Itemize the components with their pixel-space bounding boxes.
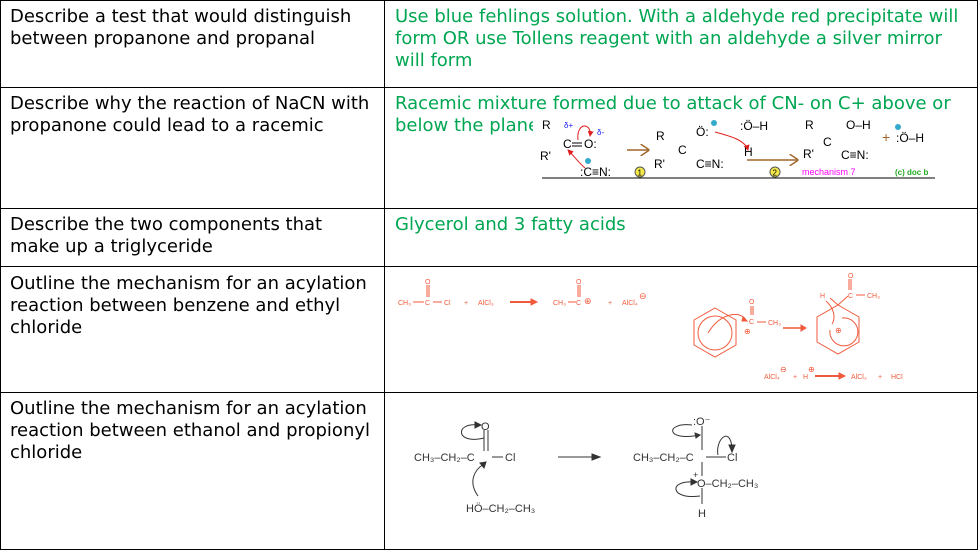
chem-label: H [820, 293, 825, 300]
chem-label: H [698, 508, 706, 520]
chem-label: mechanism 7 [802, 167, 856, 177]
row-divider [0, 266, 978, 267]
table-border-left [0, 0, 1, 550]
chem-label: O [481, 421, 490, 433]
chem-label: R' [540, 149, 551, 163]
chem-label: C≡N: [696, 157, 724, 171]
question-4: Outline the mechanism for an acylation r… [10, 273, 367, 338]
chem-label: ⊖ [780, 365, 787, 374]
chem-label: + [878, 374, 882, 381]
chem-label: CH₃ [867, 293, 880, 300]
chem-label: O–H [846, 118, 871, 132]
chem-label: O: [584, 137, 597, 151]
chem-label: AlCl₄ [622, 300, 638, 307]
question-5: Outline the mechanism for an acylation r… [10, 398, 371, 463]
chem-label: ⊕ [584, 296, 592, 306]
chem-label: Ö: [696, 125, 709, 139]
chem-label: C [576, 300, 581, 307]
chem-label: + [464, 300, 468, 307]
chem-label: CH₃ [768, 320, 781, 327]
chem-label: ⊕ [808, 365, 815, 374]
chem-label: O [425, 279, 431, 286]
chem-label: C [425, 300, 430, 307]
chem-label: O [848, 273, 854, 280]
chem-label: 1 [638, 169, 643, 178]
chem-label: + [882, 129, 890, 145]
chem-label: AlCl₃ [478, 300, 494, 307]
chem-label: C [823, 135, 832, 149]
chem-label: HÖ–CH₂–CH₃ [466, 503, 535, 515]
chem-label: + [693, 470, 698, 480]
chem-label: C [678, 143, 687, 157]
chem-label: :Ö–H [896, 131, 924, 145]
chem-label: C [749, 319, 754, 326]
chem-label: AlCl₃ [851, 374, 867, 381]
chem-label: CH₃ [553, 300, 566, 307]
chem-label: Cl [444, 300, 451, 307]
chem-label: Cl [727, 452, 737, 464]
chem-label: H [744, 145, 753, 159]
chem-label: CH₃–CH₂–C [633, 452, 694, 464]
chem-label: :O⁻ [693, 416, 711, 428]
chem-label: :C≡N: [580, 165, 611, 179]
friedel-crafts-mechanism-image: CH₃ C O Cl + AlCl₃ CH₃ C O ⊕ + AlCl₄ ⊖ O… [390, 268, 940, 388]
row-divider [0, 208, 978, 209]
chem-label: δ+ [564, 121, 573, 130]
chem-label: + [793, 374, 797, 381]
answer-1: Use blue fehlings solution. With a aldeh… [395, 6, 959, 71]
chem-label: C [563, 137, 572, 151]
chem-label: C≡N: [841, 148, 869, 162]
chem-label: R [656, 129, 665, 143]
nucleophilic-addition-mechanism-image: R δ+ C O: δ- R' :C≡N: 1 R C Ö: R' C≡N: :… [533, 112, 943, 182]
chem-label: ⊖ [639, 291, 647, 301]
chem-label: Cl [505, 452, 515, 464]
question-2: Describe why the reaction of NaCN with p… [10, 93, 370, 136]
table-border-top [0, 0, 978, 1]
acylation-ethanol-mechanism-image: O CH₃–CH₂–C Cl HÖ–CH₂–CH₃ :O⁻ CH₃–CH₂–C … [400, 400, 800, 530]
column-divider [384, 0, 385, 550]
chem-label: R [805, 118, 814, 132]
row-divider [0, 392, 978, 393]
chem-label: CH₃–CH₂–C [414, 452, 475, 464]
chem-label: O–CH₂–CH₃ [697, 478, 758, 490]
chem-label: :Ö–H [740, 119, 768, 133]
chem-label: (c) doc b [895, 168, 928, 177]
row-divider [0, 87, 978, 88]
chem-label: H [803, 374, 808, 381]
chem-label: AlCl₄ [764, 374, 780, 381]
chem-label: R' [654, 157, 665, 171]
chem-label: O [749, 299, 755, 306]
answer-2: Racemic mixture formed due to attack of … [395, 93, 951, 136]
chem-label: + [608, 300, 612, 307]
chem-label: HCl [891, 374, 903, 381]
question-3: Describe the two components that make up… [10, 214, 323, 257]
chem-label: ⊕ [835, 326, 842, 335]
chem-label: O [576, 279, 582, 286]
chem-label: C [848, 293, 853, 300]
chem-label: R' [803, 147, 814, 161]
chem-label: δ- [597, 128, 604, 137]
chem-label: ⊕ [744, 327, 751, 336]
chem-label: 2 [773, 169, 778, 178]
answer-3: Glycerol and 3 fatty acids [395, 214, 626, 235]
question-1: Describe a test that would distinguish b… [10, 6, 352, 49]
chem-label: R [542, 118, 551, 132]
chem-label: CH₃ [398, 300, 411, 307]
